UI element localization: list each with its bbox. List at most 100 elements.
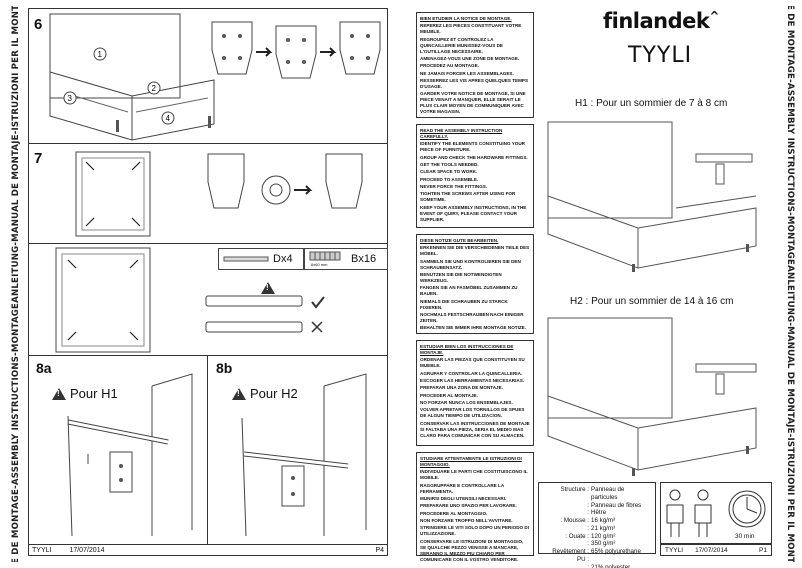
footer-date: 17/07/2014 [695,546,728,554]
instruction-line: BENUTZEN SIE DIE NOTWENDIGTEN WERKZEUG. [420,272,502,283]
instruction-line: IDENTIFY THE ELEMENTS CONSTITUING YOUR P… [420,141,525,153]
spec-key: Revêtement : PU : [552,548,589,563]
spec-value: Hêtre [591,509,607,517]
instruction-line: RAGGRUPPARE E CONTROLLARE LA FERRAMENTA. [420,482,504,494]
spec-value: 120 g/m² [591,532,616,540]
spec-row: :21 kg/m³ [543,525,651,533]
dowel-quantity: Dx4 [273,253,293,265]
step-7-drawing [75,151,363,237]
spec-value: 350 g/m² [591,540,616,548]
instruction-line: TIGHTEN THE SCREWS AFTER USING FOR SOMET… [420,191,516,203]
footer-date: 17/07/2014 [69,547,105,554]
instruction-line: NOCHMALS FESTSCHRAUBEN NACH EINIGER ZEIT… [420,312,524,323]
instruction-line: BIEN ETUDIER LA NOTICE DE MONTAGE. [420,16,512,21]
step-7: 7 [28,144,388,244]
instruction-line: GET THE TOOLS NEEDED. [420,162,479,168]
spec-key: : [587,509,589,517]
model-name: TYYLI [628,43,693,68]
dowel-box: Dx4 [218,248,304,270]
instruction-line: CLEAR SPACE TO WORK. [420,169,478,175]
step-8-frame-drawing [55,247,325,353]
instruction-line: PROCEDEZ AU MONTAGE. [420,63,479,69]
footer-model: TYYLI [665,546,684,554]
left-footer: TYYLI 17/07/2014 P4 [28,544,388,556]
step-7-number: 7 [34,150,43,167]
spec-key: : [587,524,589,532]
step-8a-label: Pour H1 [52,386,118,401]
instruction-line: FANGEN SIE AN FASMÖBEL ZUSAMMEN ZU BAUEN… [420,285,518,297]
instruction-line: NEVER FORCE THE FITTINGS. [420,184,488,190]
height-h1-label: H1 : Pour un sommier de 7 à 8 cm [575,98,728,109]
bed-h1-drawing [547,121,757,272]
step-6-drawing: 1 3 2 4 [49,13,381,141]
spec-row: :Panneau de fibres [543,502,651,510]
spec-row: Revêtement : PU :65% polyurethane [543,548,651,564]
dowel-icon [223,256,269,262]
footer-page: P4 [375,547,384,554]
callout-4: 4 [166,114,171,123]
spec-value: Panneau de fibres [591,501,642,509]
spec-row: :Hêtre [543,509,651,517]
footer-page: P1 [759,546,767,554]
tools-and-time: 30 min [660,482,772,544]
spec-row: :350 g/m² [543,540,651,548]
instruction-line: PROCEDERE AL MONTAGGIO. [420,510,488,516]
instruction-line: ORDENAR LAS PIEZAS QUE CONSTITUYEN SU MU… [420,357,525,369]
instructions-italian: STUDIARE ATTENTAMENTE LE ISTRUZIONI DI M… [416,452,534,562]
step-8b: 8b Pour H2 [208,356,388,544]
height-h2-label: H2 : Pour un sommier de 14 à 16 cm [570,296,734,307]
right-footer: TYYLI 17/07/2014 P1 [660,544,772,556]
instruction-line: NE JAMAIS FORCER LES ASSEMBLAGES. [420,70,514,76]
instruction-line: DIESE NOTIZE GUTE BEARBEITEN. [420,238,499,243]
step-8a-drawing [67,373,193,537]
screw-size: 6x60 mm [311,262,328,267]
spec-value: 21% polyester [591,563,631,568]
instruction-line: AMENAGEZ-VOUS UNE ZONE DE MONTAGE. [420,55,520,61]
callout-1: 1 [98,50,103,59]
screw-box: 6x60 mm Bx16 [304,248,388,270]
step-6: 6 1 3 2 4 [28,8,388,144]
instruction-line: ERKENNEN SIE DIE VERSCHIEDENEN TEILE DES… [420,245,530,257]
instruction-line: STUDIARE ATTENTAMENTE LE ISTRUZIONI DI M… [420,456,522,467]
spec-value: 16 kg/m³ [591,517,616,524]
instruction-line: REPEREZ LES PIECES CONSTITUANT VOTRE MEU… [420,23,522,35]
warning-icon [232,387,246,400]
instruction-line: VOLVER APRETAR LOS TORNILLOS DE SPUES DE… [420,407,525,419]
instruction-line: NO FORZAR NUNCA LOS ENSEMBLAJES. [420,400,513,406]
instruction-line: PROCEED TO ASSEMBLE. [420,176,479,182]
instruction-line: GROUP AND CHECK THE HARDWARE FITTINGS. [420,154,528,160]
spec-key: Structure : [560,486,589,493]
assembly-steps-panel [28,8,388,556]
instructions-english: READ THE ASSEMBLY INSTRUCTION CAREFULLY.… [416,124,534,228]
step-6-number: 6 [34,16,43,33]
instruction-line: CONSERVARE LE ISTRUZIONI DI MONTAGGIO, S… [420,538,524,562]
step-8a: 8a Pour H1 [28,356,208,544]
step-8b-label: Pour H2 [232,386,298,401]
spec-row: : Mousse :16 kg/m³ [543,517,651,525]
instruction-line: KEEP YOUR ASSEMBLY INSTRUCTIONS, IN THE … [420,204,527,222]
step-8a-number: 8a [36,360,52,376]
instruction-line: CONSERVAR LAS INSTRUCCIONES DE MONTAJE S… [420,420,530,438]
instruction-line: ESTUDIAR BIEN LOS INSTRUCCIONES DE MONTA… [420,344,514,355]
instruction-line: REGROUPEZ ET CONTROLEZ LA QUINCAILLERIE … [420,36,503,54]
assembly-icons [666,489,766,537]
instructions-french: BIEN ETUDIER LA NOTICE DE MONTAGE. REPERE… [416,12,534,118]
spec-key: : [587,540,589,548]
instructions-spanish: ESTUDIAR BIEN LOS INSTRUCCIONES DE MONTA… [416,340,534,446]
instruction-line: GARDER VOTRE NOTICE DE MONTAGE, SI UNE P… [420,91,526,115]
spec-value: Panneau de particules [591,486,625,501]
instruction-line: STRINGERE LE VITI SOLO DOPO UN PERIODO D… [420,525,529,537]
step-8b-drawing [241,373,367,537]
instruction-line: BEHALTEN SIE IMMER IHRE MONTAGE NOTIZE. [420,325,526,331]
instructions-german: DIESE NOTIZE GUTE BEARBEITEN. ERKENNEN SI… [416,234,534,334]
spec-key: : [587,563,589,568]
instruction-line: INDIVIDUARE LE PARTI CHE COSTITUISCONO I… [420,469,528,481]
spec-row: :21% polyester [543,564,651,568]
instruction-line: SAMMELN SIE UND KONTROLIEREN SIE DEN SCH… [420,258,521,270]
spec-key: : [587,501,589,509]
instruction-line: ESCOGER LAS HERRAMIENTAS NECESARIAS. [420,378,525,384]
instruction-line: AGRUPAR Y CONTROLAR LA QUINCALLERIA. [420,370,523,376]
material-specifications: Structure :Panneau de particules:Panneau… [538,482,656,568]
step-8b-number: 8b [216,360,233,376]
spec-value: 21 kg/m³ [591,524,616,532]
